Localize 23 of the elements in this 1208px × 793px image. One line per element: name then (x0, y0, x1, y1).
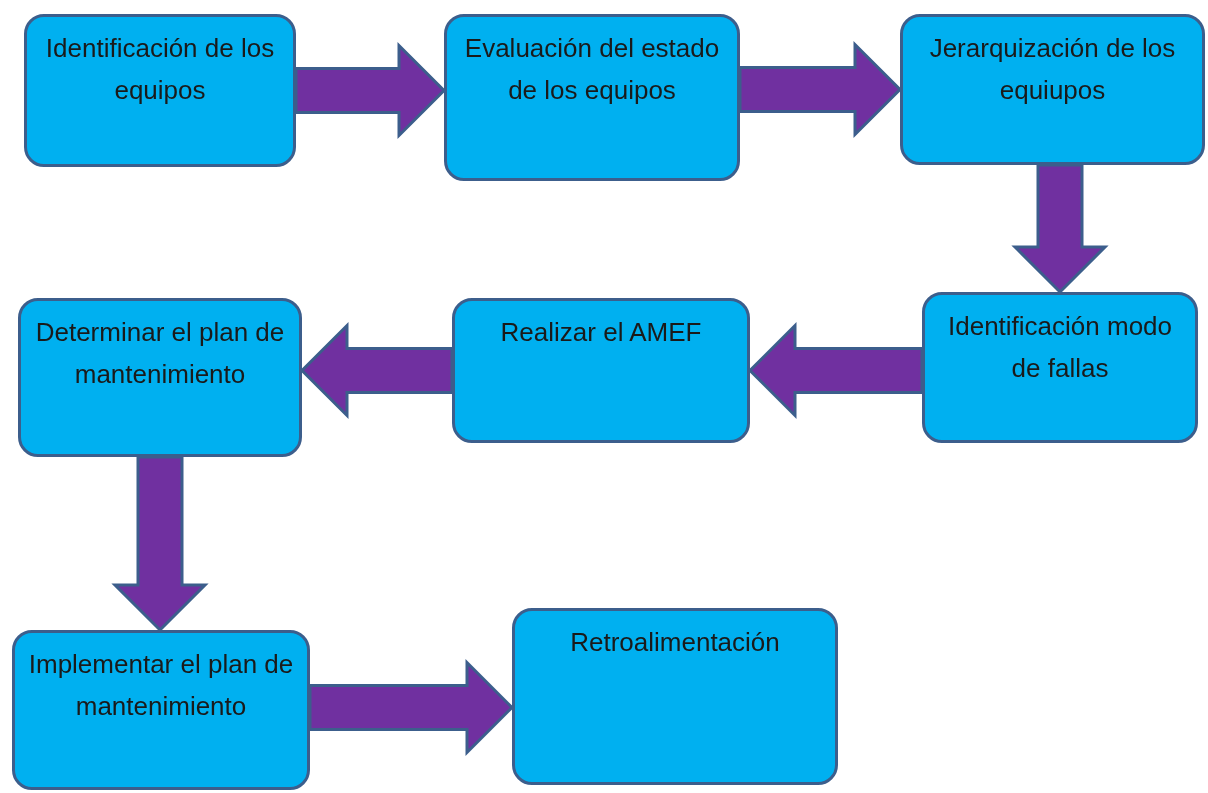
process-box (512, 608, 838, 785)
block-arrow (111, 455, 209, 633)
process-box (922, 292, 1198, 443)
box-text: Implementar el plan de mantenimiento (27, 648, 295, 723)
block-arrow (294, 41, 447, 140)
box-text: Identificación de los equipos (44, 32, 276, 107)
block-arrow (299, 321, 454, 420)
process-box (900, 14, 1205, 165)
process-box (444, 14, 740, 181)
box-text: Realizar el AMEF (500, 316, 702, 349)
block-arrow (1011, 163, 1109, 295)
process-box (12, 630, 310, 790)
process-box (18, 298, 302, 457)
box-text: Identificación modo de fallas (947, 310, 1173, 385)
block-arrow (747, 321, 924, 420)
process-box (452, 298, 750, 443)
box-text: Retroalimentación (570, 626, 780, 659)
box-text: Determinar el plan de mantenimiento (34, 316, 286, 391)
box-text: Evaluación del estado de los equipos (463, 32, 721, 107)
block-arrow (308, 658, 515, 757)
box-text: Jerarquización de los equiupos (928, 32, 1177, 107)
process-box (24, 14, 296, 167)
block-arrow (738, 40, 903, 139)
